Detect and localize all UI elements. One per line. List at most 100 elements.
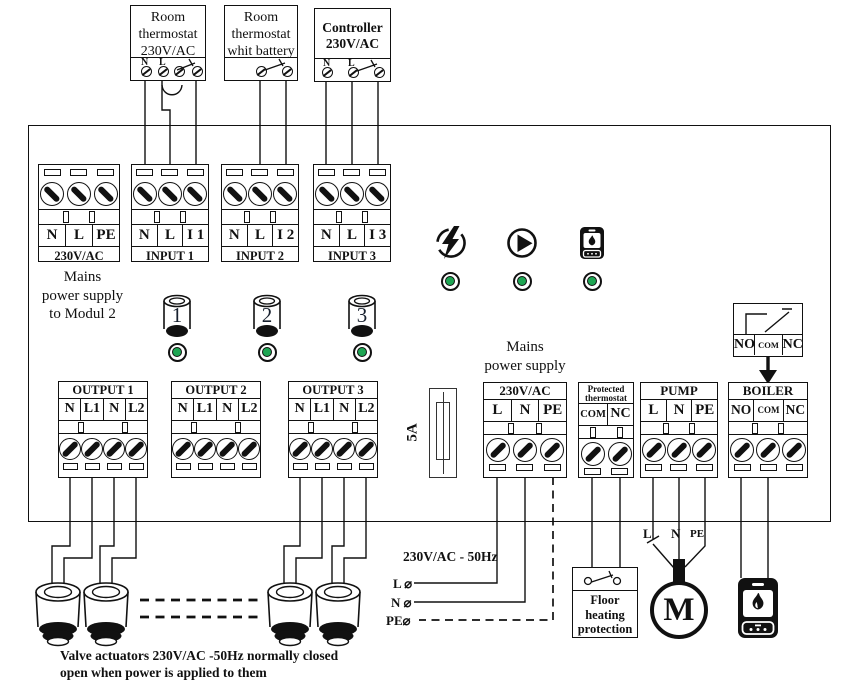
wire-entries (39, 165, 119, 179)
wire-entry-slot (197, 463, 213, 470)
pump-led (512, 271, 532, 291)
terminal-label: COM (580, 409, 606, 420)
screw-icon (247, 182, 272, 206)
adjust-knob-icon (163, 294, 191, 337)
controller-enclosure-outline (28, 125, 831, 522)
block-title: 230V/AC (484, 383, 566, 400)
screw-icon (273, 182, 298, 206)
screw-icon (157, 66, 169, 77)
screw-icon (289, 437, 311, 460)
pump-terminal-block: PUMP L N PE (640, 382, 718, 478)
screw-icon (40, 182, 65, 206)
terminal-label: N (323, 58, 331, 69)
screw-row (641, 435, 717, 464)
wire-entries (132, 165, 208, 179)
caption-line: power supply (484, 357, 566, 374)
terminal-label: L (246, 225, 273, 246)
valve-actuator-icon (315, 582, 361, 647)
screw-row (579, 439, 633, 468)
screw-icon (132, 182, 157, 206)
terminal-label: N (332, 399, 355, 420)
screw-icon (194, 437, 216, 460)
wire-l (414, 477, 498, 584)
mains-left-caption: Mains power supply to Modul 2 (25, 268, 140, 324)
screw-icon (333, 437, 355, 460)
terminal-label: I 2 (272, 225, 298, 246)
screw-section (289, 433, 377, 474)
valve-actuator-icon (83, 582, 129, 647)
output3-terminal-block: OUTPUT 3 N L1 N L2 (288, 381, 378, 478)
wire-entry-slot (336, 463, 352, 470)
block-title: OUTPUT 3 (289, 382, 377, 399)
terminal-label: I 1 (182, 225, 208, 246)
block-title: INPUT 2 (222, 246, 298, 265)
fuse-rating-label: 5A (404, 423, 421, 442)
wire-entry-slot (358, 463, 374, 470)
zone3-led (352, 342, 372, 362)
terminal-labels: L N PE (641, 400, 717, 422)
terminal-label: I 3 (364, 225, 390, 246)
screw-icon (782, 437, 806, 462)
terminal-labels: N L I 2 (222, 224, 298, 246)
wire-entries (314, 165, 390, 179)
clamp-slots (641, 422, 717, 434)
adjust-knob-icon (348, 294, 376, 337)
block-title: OUTPUT 2 (172, 382, 260, 399)
terminal-labels: L N PE (484, 400, 566, 422)
screw-section (579, 438, 633, 479)
screw-icon (580, 441, 605, 466)
clamp-slot (62, 211, 69, 223)
screw-icon (692, 437, 717, 462)
power-led (440, 271, 460, 291)
terminal-label: PE (92, 225, 119, 246)
wire-entries (579, 468, 633, 479)
switch-lever-icon (356, 59, 378, 72)
wire-entry-slot (84, 463, 100, 470)
label-section: N L I 2 INPUT 2 (222, 209, 298, 265)
clamp-slot (78, 422, 84, 433)
screw-icon (355, 437, 377, 460)
terminal-label: N (665, 400, 692, 421)
valve-caption-line1: Valve actuators 230V/AC -50Hz normally c… (60, 648, 339, 663)
screw-icon (238, 437, 260, 460)
terminal-label: N (510, 400, 539, 421)
screw-icon (125, 437, 147, 460)
output1-terminal-block: OUTPUT 1 N L1 N L2 (58, 381, 148, 478)
caption-line: power supply (41, 287, 124, 304)
wire (161, 81, 171, 165)
terminal-labels: N L I 1 (132, 224, 208, 246)
wire-entry-slot (343, 169, 361, 176)
clamp-slots (289, 421, 377, 433)
switch-contact-icon (583, 570, 622, 586)
earth-wire-label: PE⌀ (386, 613, 411, 628)
pump-n-label: N (671, 526, 681, 541)
screw-icon (607, 441, 632, 466)
knob-number: 1 (171, 303, 183, 327)
screw-icon (485, 437, 510, 462)
screw-section (484, 434, 566, 475)
clamp-slots (59, 421, 147, 433)
terminal-label: PE (691, 400, 717, 421)
clamp-slots (222, 210, 298, 224)
terminal-label: COM (753, 400, 783, 421)
device-title: Room thermostat 230V/AC (131, 6, 205, 60)
screw-icon (321, 67, 333, 78)
wire-entry-slot (136, 169, 154, 176)
clamp-slots (314, 210, 390, 224)
valve-actuator-icon (35, 582, 81, 647)
wire-entry-slot (516, 464, 534, 471)
screw-icon (730, 437, 754, 462)
wire-entry-slot (62, 463, 78, 470)
wire-entry-slot (97, 169, 115, 176)
clamp-slots (172, 421, 260, 433)
clamp-slot (589, 427, 596, 438)
screw-icon (512, 437, 537, 462)
screw-icon (191, 66, 203, 77)
protected-thermostat-block: Protected thermostat COM NC (578, 382, 634, 478)
fuse-holder (429, 388, 457, 478)
wire-entry-slot (489, 464, 507, 471)
terminal-label: N (102, 399, 125, 420)
wire-entries (729, 464, 807, 475)
relay-terminals: NO COM NC (734, 334, 802, 355)
